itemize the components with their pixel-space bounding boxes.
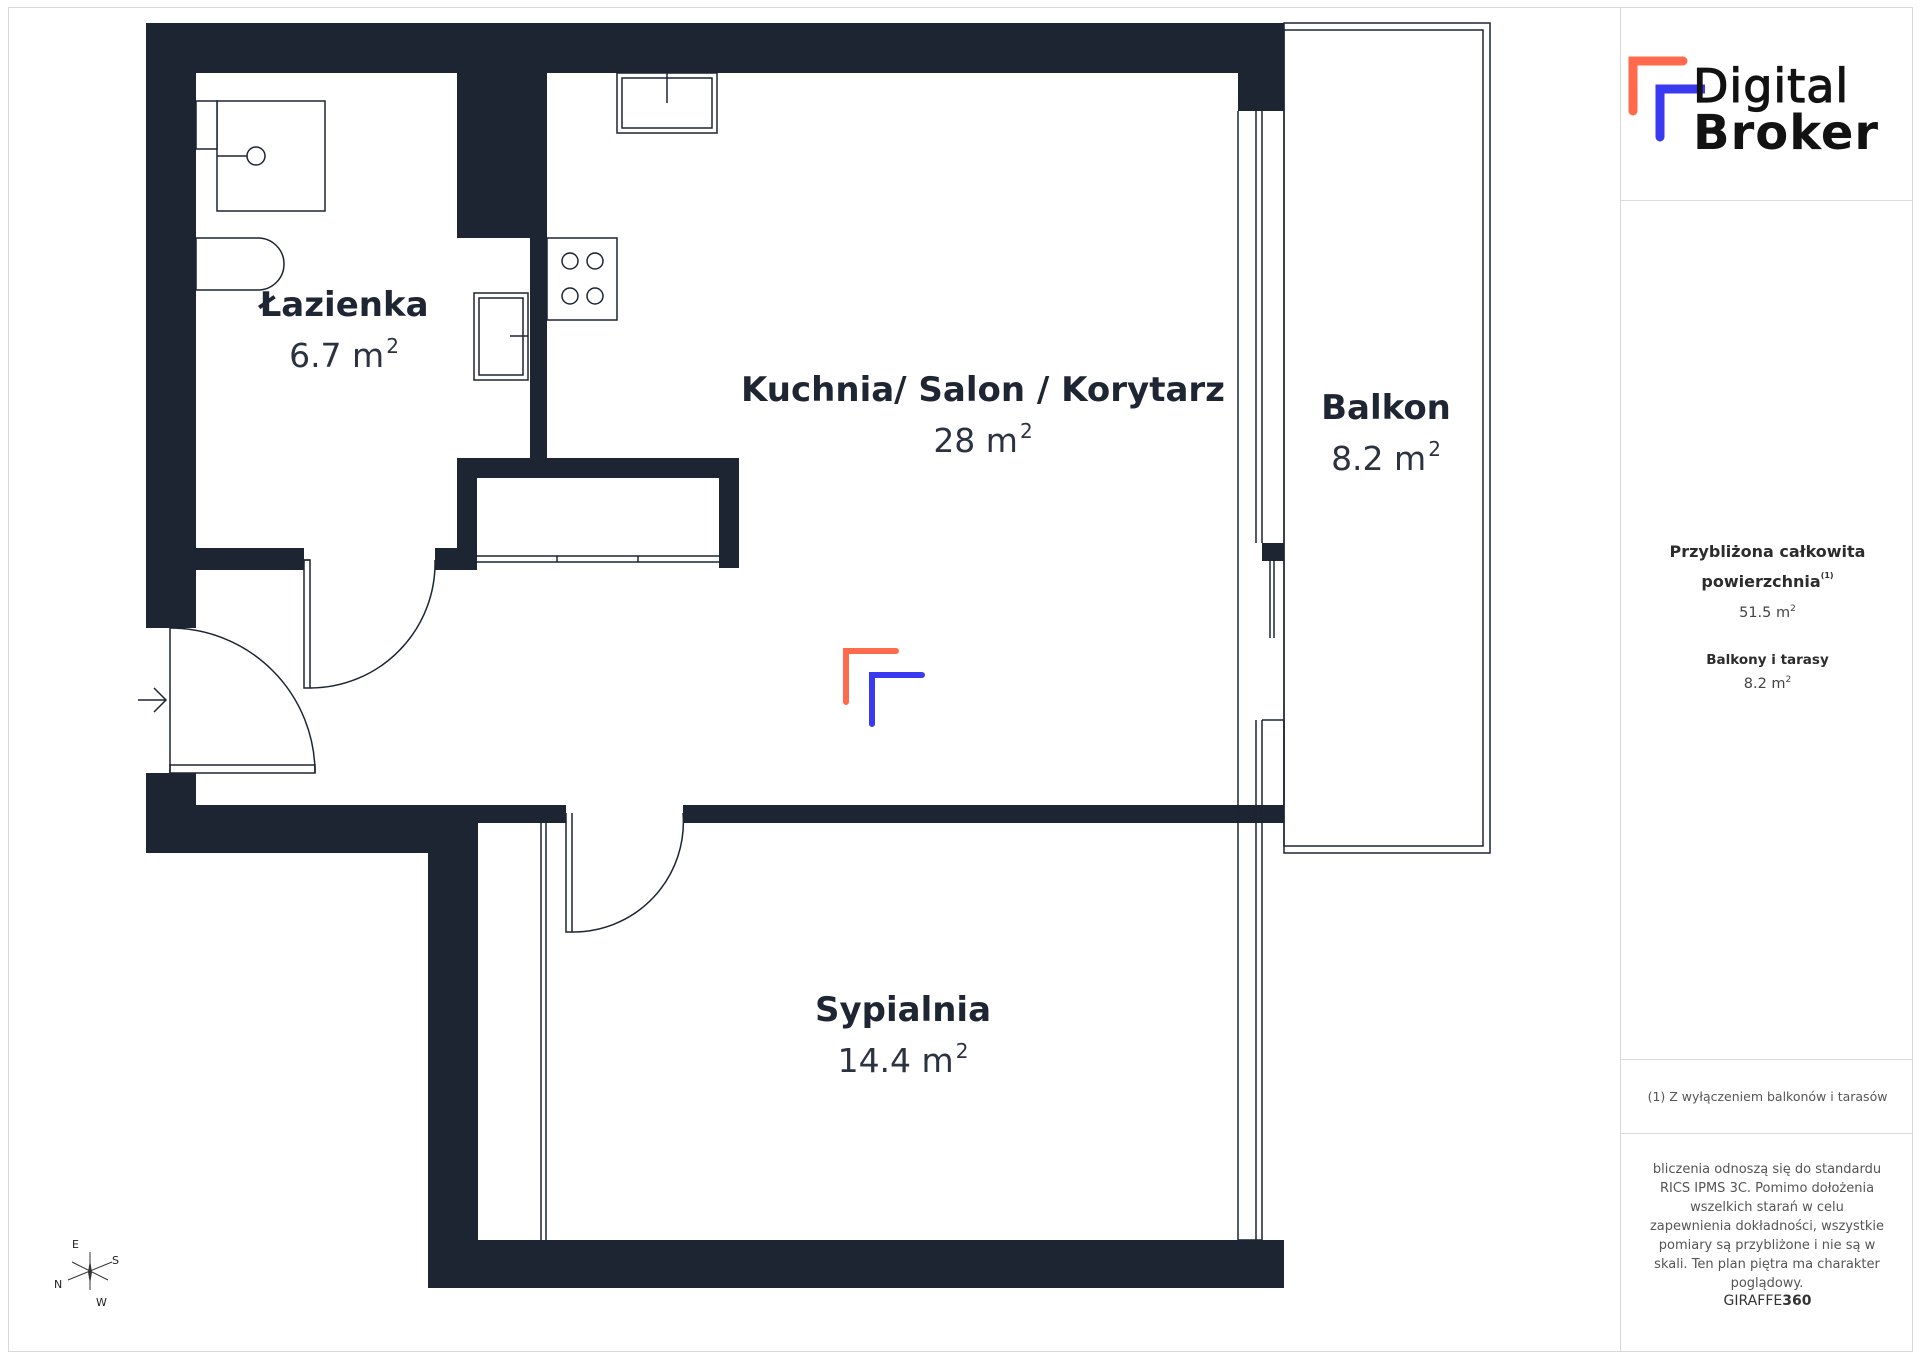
wall-bottom [428,1240,1284,1288]
wall-mid-right [683,805,1284,823]
wall-door-jamb [1262,543,1284,561]
room-name: Sypialnia [814,990,992,1030]
wall-bath-right [530,73,547,463]
bed-door-swing [571,812,685,933]
room-name: Kuchnia/ Salon / Korytarz [741,370,1225,410]
compass-s: S [112,1254,119,1267]
wall-left-upper [146,23,196,628]
walls [146,23,1284,1288]
fixtures [138,22,1491,1241]
entrance-door [169,764,316,774]
bed-door [565,813,573,933]
total-area-value: 51.5 m2 [1739,604,1796,621]
toilet [195,237,285,291]
footnote: (1) Z wyłączeniem balkonów i tarasów [1647,1089,1888,1104]
balcony-area-block: Balkony i tarasy 8.2 m2 [1621,652,1914,692]
compass: E S N W [50,1232,130,1312]
total-area-block: Przybliżona całkowita powierzchnia(1) 51… [1621,540,1914,621]
wall-top [146,23,1284,73]
wall-bed-left [428,823,478,1288]
balcony-area-value: 8.2 m2 [1743,675,1792,692]
brand-logo-icon [1628,56,1705,142]
separator [1621,1133,1913,1134]
brand-line2: Broker [1693,105,1880,161]
watermark-logo [843,648,925,727]
credit: GIRAFFE360 [1723,1293,1812,1309]
room-name: Balkon [1321,388,1451,428]
wall-wardrobe-top [457,458,739,478]
wall-mid-left [196,805,566,823]
brand-logo: Digital Broker [1621,7,1914,200]
total-area-label: Przybliżona całkowita powierzchnia(1) [1669,542,1866,591]
compass-n: N [54,1278,63,1291]
brand-line1: Digital [1692,58,1850,113]
hob [546,237,618,321]
separator [1621,1059,1913,1060]
disclaimer: bliczenia odnoszą się do standardu RICS … [1649,1162,1885,1291]
room-name: Łazienka [259,285,429,325]
wall-bath-bottom [196,548,304,570]
shower-drain [246,146,266,166]
compass-e: E [72,1238,79,1251]
compass-w: W [96,1296,107,1309]
page-frame [8,7,1913,1352]
info-sidebar: Digital Broker Przybliżona całkowita pow… [1620,7,1913,1352]
entrance-arrow-icon [138,687,168,713]
wall-right-top [1238,23,1284,111]
bath-door [303,559,311,689]
wall-wardrobe-left [457,458,477,568]
separator [1621,200,1913,201]
bath-door-swing [309,559,436,689]
wall-wardrobe-right [719,458,739,568]
entrance-door-swing [169,627,316,774]
balcony-area-label: Balkony i tarasy [1706,652,1829,668]
